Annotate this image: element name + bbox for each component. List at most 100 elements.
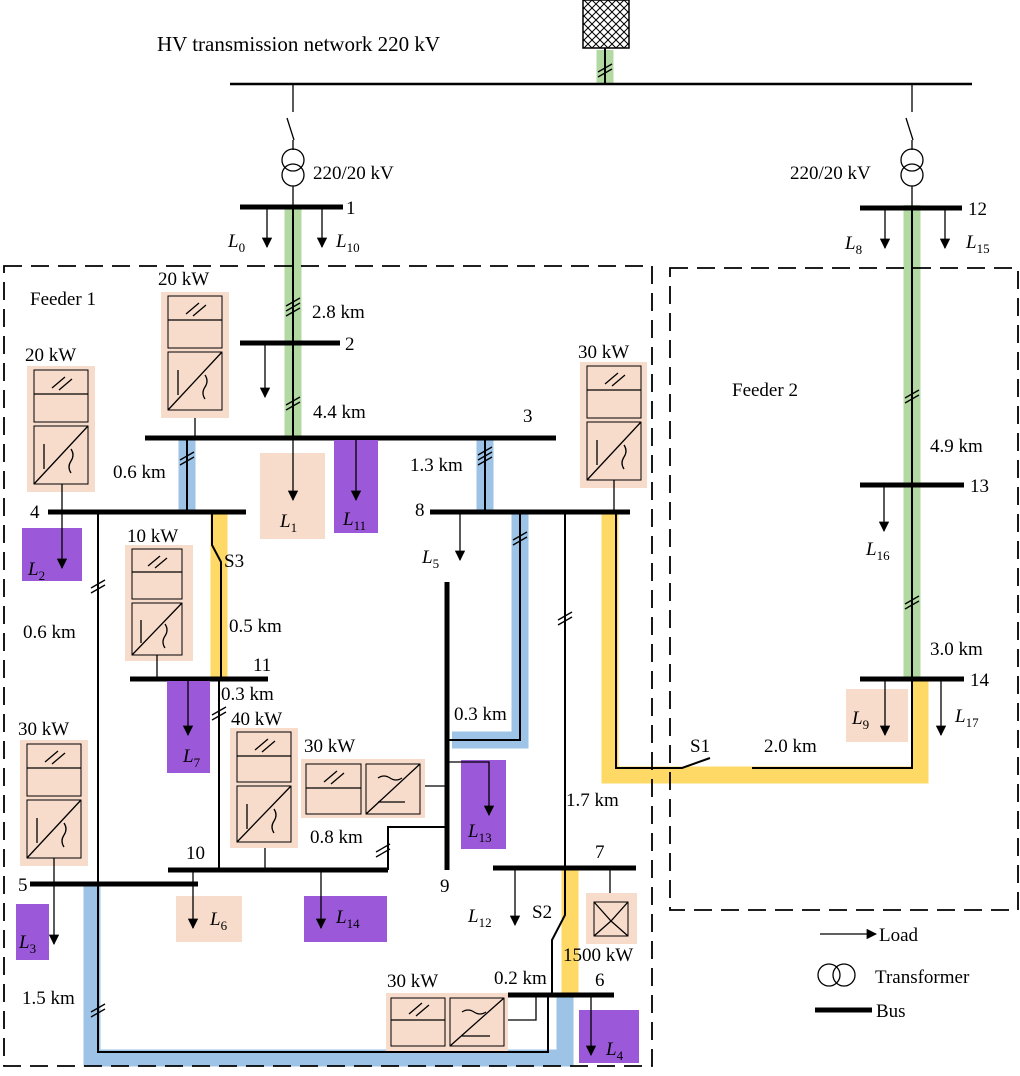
load-L1: L1 — [260, 438, 325, 539]
svg-text:L9: L9 — [851, 708, 869, 732]
svg-text:L4: L4 — [605, 1039, 624, 1063]
pv-units: 20 kW 20 kW 30 kW — [18, 269, 647, 1051]
sun-icon — [44, 750, 66, 765]
bus-number-9: 9 — [440, 876, 450, 897]
sun-icon — [51, 376, 73, 391]
bus-number-7: 7 — [595, 842, 605, 863]
pv-unit-bus11 — [125, 545, 193, 679]
load-labels: L0 L10 L8 L15 L16 L17 L5 L12 — [227, 231, 990, 930]
line-length-11-10: 0.3 km — [221, 684, 274, 705]
load-L6: L6 — [176, 870, 242, 942]
feeder-2-label: Feeder 2 — [732, 380, 798, 401]
feeder-2-boundary — [669, 267, 1019, 911]
bus-number-13: 13 — [970, 476, 989, 497]
sun-icon — [185, 302, 207, 317]
line-length-10-9: 0.8 km — [310, 827, 363, 848]
sun-icon — [254, 738, 276, 753]
grid-source-icon — [582, 0, 630, 49]
pv-rating-bus5: 30 kW — [18, 719, 69, 740]
line-length-labels: 2.8 km 4.4 km 0.6 km 1.3 km 0.6 km 0.5 k… — [22, 302, 983, 1009]
feeder-1-boundary — [3, 265, 653, 1067]
pv-rating-bus11: 10 kW — [127, 526, 178, 547]
load-label-L8: L8 — [844, 233, 862, 257]
load-label-L12: L12 — [467, 906, 492, 930]
load-label-L17: L17 — [954, 706, 979, 730]
legend-bus-label: Bus — [876, 1001, 906, 1022]
wind-unit-bus7 — [586, 868, 637, 944]
svg-text:L2: L2 — [27, 559, 45, 583]
line-length-5-6: 1.5 km — [22, 988, 75, 1009]
load-L4: L4 — [579, 995, 639, 1063]
line-length-3-4: 0.6 km — [113, 462, 166, 483]
bus-number-8: 8 — [415, 500, 425, 521]
pv-unit-bus5 — [20, 740, 88, 884]
line-tick-marks — [90, 63, 920, 1018]
pv-unit-bus9 — [301, 759, 447, 818]
pv-unit-bus10 — [230, 728, 298, 870]
load-arrows — [259, 207, 951, 927]
bus-number-5: 5 — [18, 875, 28, 896]
line-length-13-14: 3.0 km — [930, 639, 983, 660]
svg-text:L11: L11 — [342, 509, 366, 533]
bus-number-1: 1 — [346, 198, 356, 219]
line-length-1-2: 2.8 km — [312, 302, 365, 323]
bus-number-2: 2 — [345, 334, 355, 355]
feeder-1-label: Feeder 1 — [30, 289, 96, 310]
svg-text:L7: L7 — [182, 746, 201, 770]
load-label-L0: L0 — [227, 231, 245, 255]
line-length-2-3: 4.4 km — [313, 402, 366, 423]
pv-unit-bus4 — [27, 366, 95, 512]
load-L3: L3 — [16, 884, 60, 960]
load-label-L5: L5 — [421, 547, 439, 571]
bus-number-3: 3 — [523, 406, 533, 427]
bus-numbers: 1 2 3 4 5 6 7 8 9 10 11 12 13 14 — [18, 198, 990, 991]
line-length-4-11: 0.5 km — [229, 616, 282, 637]
load-L14: L14 — [304, 870, 387, 942]
bus-number-11: 11 — [253, 655, 271, 676]
pv-unit-bus6 — [386, 993, 537, 1051]
line-length-4-5: 0.6 km — [23, 622, 76, 643]
line-length-3-8: 1.3 km — [410, 455, 463, 476]
switch-s1-label: S1 — [690, 736, 710, 757]
load-label-L15: L15 — [965, 232, 990, 256]
svg-text:L1: L1 — [279, 511, 297, 535]
pv-rating-bus6: 30 kW — [387, 971, 438, 992]
load-L7: L7 — [167, 679, 210, 773]
legend-transformer-icon — [817, 963, 841, 987]
boxed-loads: L1 L11 L2 L7 L13 L14 — [16, 438, 908, 1063]
load-L9: L9 — [846, 679, 908, 742]
line-length-9-8: 0.3 km — [454, 704, 507, 725]
pv-unit-bus2 — [161, 292, 229, 438]
load-label-L16: L16 — [865, 539, 890, 563]
switch-s2-label: S2 — [532, 902, 552, 923]
bus-number-4: 4 — [30, 502, 40, 523]
load-label-L10: L10 — [335, 231, 360, 255]
transformer-2 — [900, 84, 924, 207]
hv-network-title: HV transmission network 220 kV — [157, 32, 440, 56]
transformer-1-label: 220/20 kV — [313, 163, 394, 184]
svg-text:L3: L3 — [18, 932, 36, 956]
bus-number-12: 12 — [968, 199, 987, 220]
svg-text:L6: L6 — [209, 909, 228, 933]
legend-transformer-label: Transformer — [875, 967, 970, 988]
sun-icon — [604, 372, 626, 387]
line-length-7-6: 0.2 km — [494, 968, 547, 989]
load-L11: L11 — [334, 438, 378, 533]
bus-number-10: 10 — [186, 843, 205, 864]
sun-icon — [323, 770, 345, 785]
pv-rating-bus9: 30 kW — [304, 736, 355, 757]
transformer-1 — [281, 84, 305, 207]
line-length-8-7: 1.7 km — [566, 790, 619, 811]
transformer-2-label: 220/20 kV — [790, 163, 871, 184]
line-length-14-s1: 2.0 km — [764, 736, 817, 757]
switch-s3-label: S3 — [224, 551, 244, 572]
pv-rating-bus2: 20 kW — [158, 269, 209, 290]
pv-rating-bus8: 30 kW — [578, 342, 629, 363]
bus-number-14: 14 — [970, 670, 990, 691]
sun-icon — [147, 555, 168, 569]
svg-text:L14: L14 — [335, 907, 360, 931]
line-length-12-13: 4.9 km — [930, 436, 983, 457]
load-L2: L2 — [22, 512, 82, 583]
sun-icon — [408, 1002, 430, 1017]
